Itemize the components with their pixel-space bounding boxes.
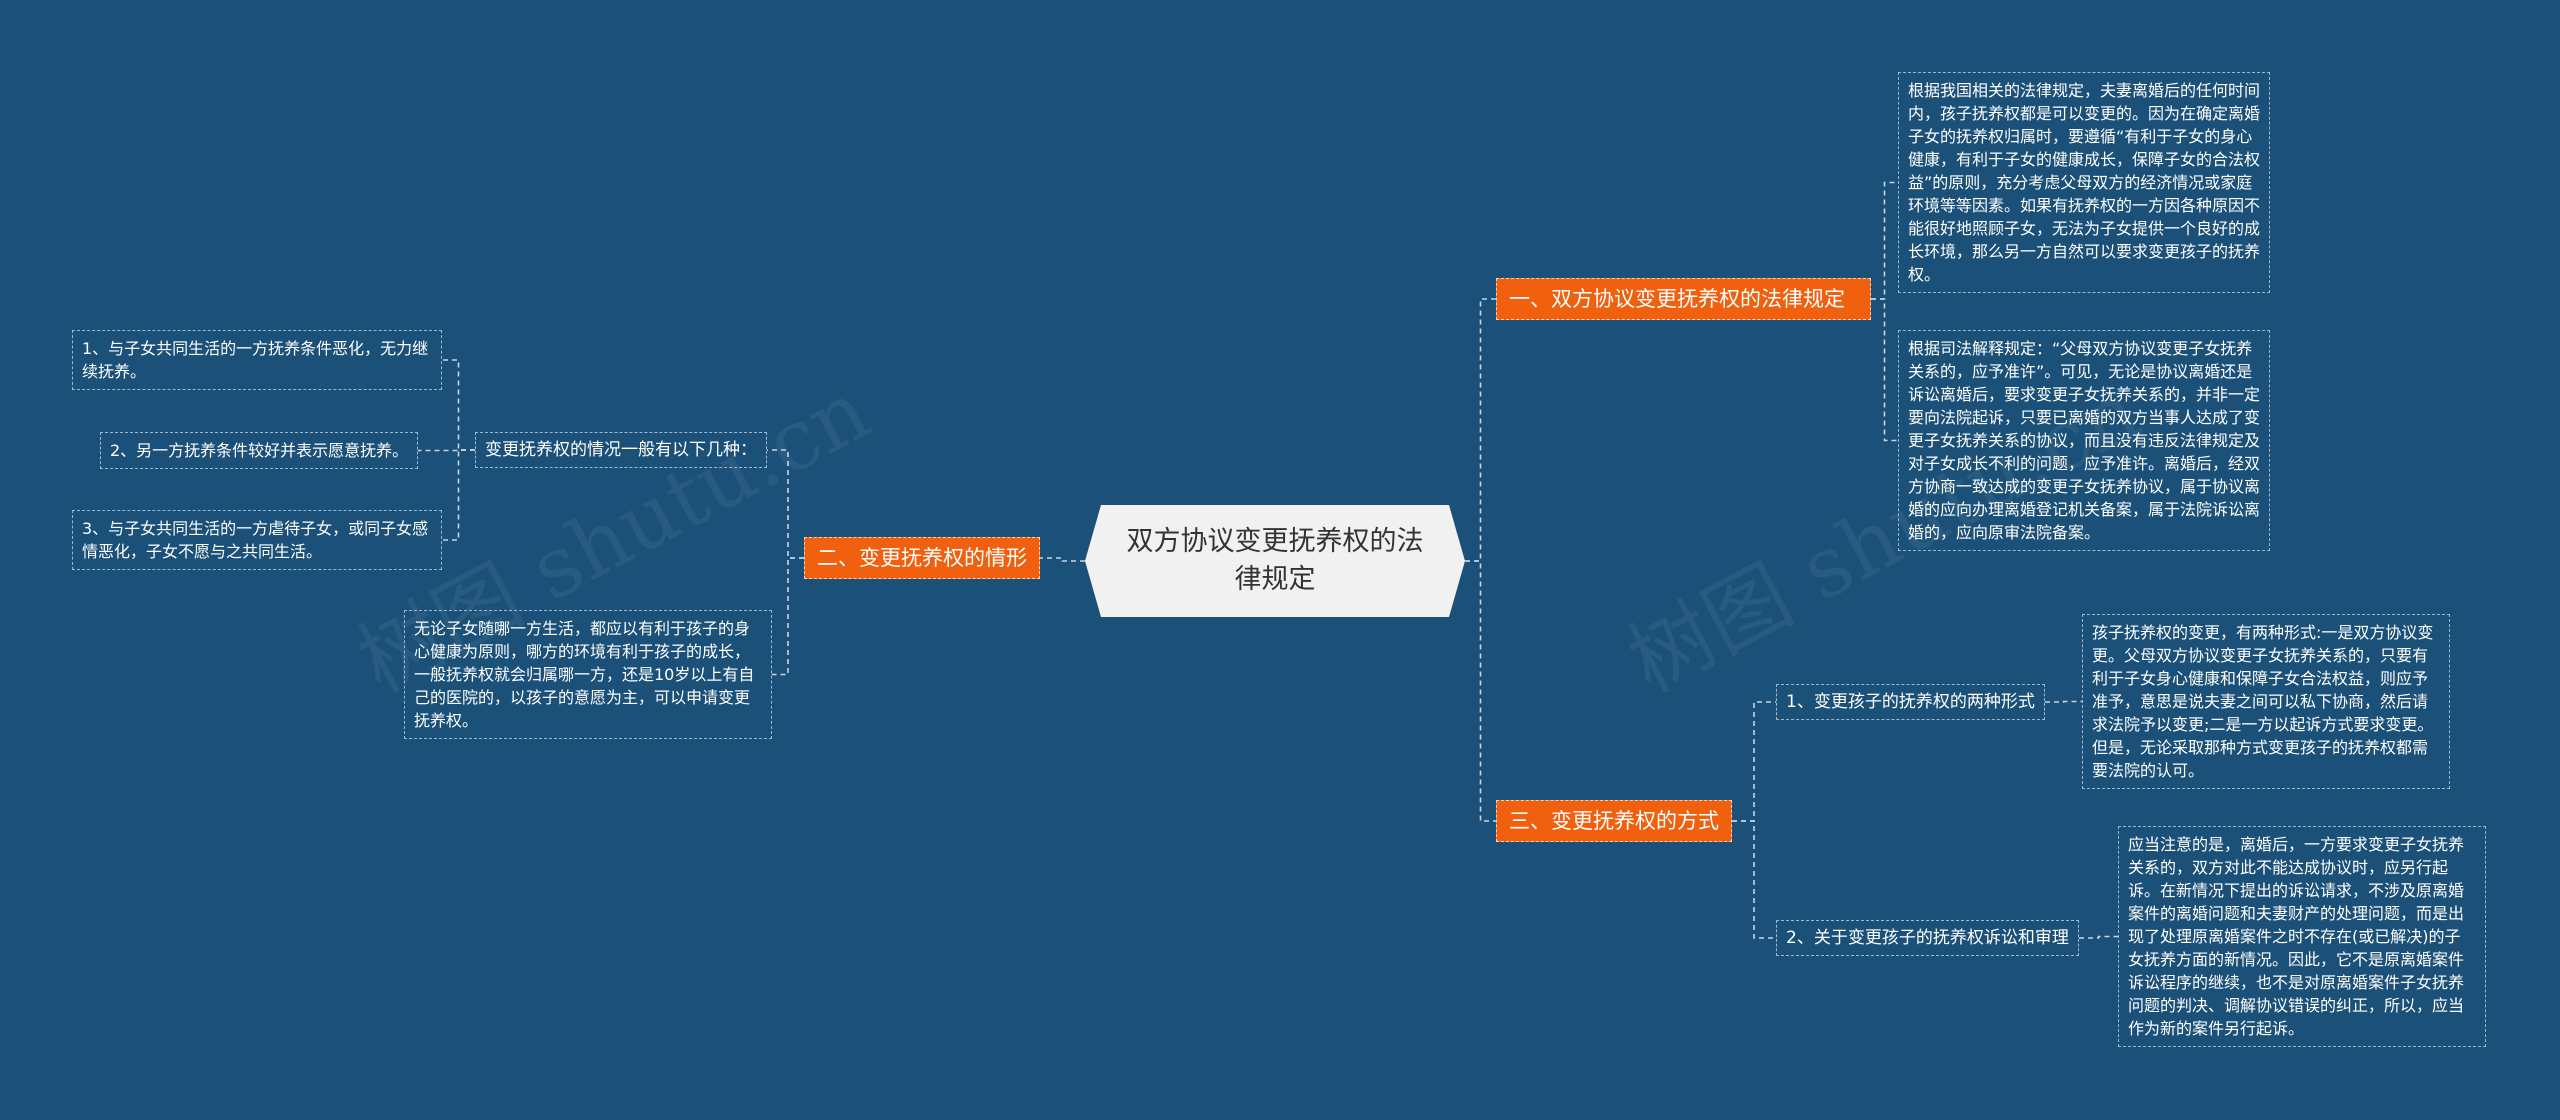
- link-b3s2-0: [2079, 935, 2118, 939]
- leaf-two-forms-detail: 孩子抚养权的变更，有两种形式:一是双方协议变更。父母双方协议变更子女抚养关系的，…: [2082, 614, 2450, 789]
- sub-situations-intro[interactable]: 变更抚养权的情况一般有以下几种：: [475, 432, 767, 468]
- leaf-situation-1: 1、与子女共同生活的一方抚养条件恶化，无力继续抚养。: [72, 330, 442, 390]
- leaf-litigation-detail: 应当注意的是，离婚后，一方要求变更子女抚养关系的，双方对此不能达成协议时，应另行…: [2118, 826, 2486, 1047]
- link-root-right-1: [1465, 560, 1496, 822]
- sub-two-forms[interactable]: 1、变更孩子的抚养权的两种形式: [1776, 684, 2045, 720]
- link-b3-0: [1732, 701, 1776, 822]
- link-b3-1: [1732, 820, 1776, 939]
- link-b2s-0: [442, 359, 475, 451]
- leaf-child-interest-principle: 无论子女随哪一方生活，都应以有利于孩子的身心健康为原则，哪方的环境有利于孩子的成…: [404, 610, 772, 739]
- root-topic[interactable]: 双方协议变更抚养权的法律规定: [1085, 505, 1465, 617]
- branch-change-methods[interactable]: 三、变更抚养权的方式: [1496, 800, 1732, 842]
- link-b1-1: [1871, 298, 1898, 442]
- leaf-judicial-interpretation: 根据司法解释规定：“父母双方协议变更子女抚养关系的，应予准许”。可见，无论是协议…: [1898, 330, 2270, 551]
- branch-change-situations[interactable]: 二、变更抚养权的情形: [804, 537, 1040, 579]
- link-root-right-0: [1465, 298, 1496, 562]
- link-b2-1: [772, 557, 804, 676]
- link-root-left-0: [1040, 557, 1085, 562]
- leaf-legal-basis: 根据我国相关的法律规定，夫妻离婚后的任何时间内，孩子抚养权都是可以变更的。因为在…: [1898, 72, 2270, 293]
- link-b3s1-0: [2045, 700, 2082, 703]
- link-b1-0: [1871, 181, 1898, 300]
- link-b2s-1: [418, 449, 475, 452]
- leaf-situation-2: 2、另一方抚养条件较好并表示愿意抚养。: [100, 432, 419, 469]
- branch-legal-provisions[interactable]: 一、双方协议变更抚养权的法律规定: [1496, 278, 1871, 320]
- leaf-situation-3: 3、与子女共同生活的一方虐待子女，或同子女感情恶化，子女不愿与之共同生活。: [72, 510, 442, 570]
- sub-litigation-trial[interactable]: 2、关于变更孩子的抚养权诉讼和审理: [1776, 920, 2079, 956]
- link-b2s-2: [442, 449, 475, 541]
